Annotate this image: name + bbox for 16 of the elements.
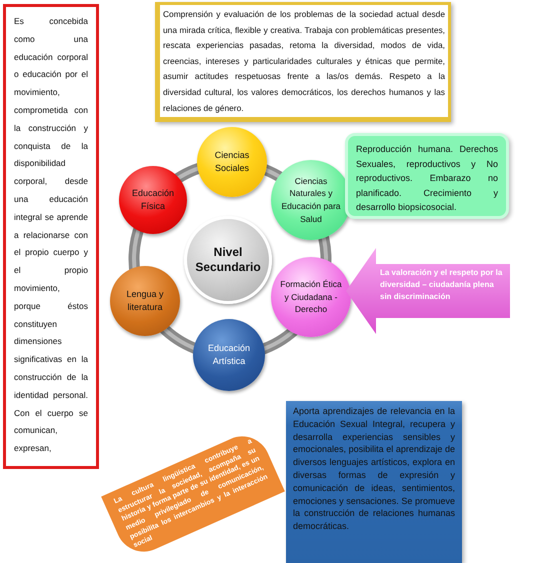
text-box [286, 401, 462, 563]
node-text: Educación Física [130, 186, 176, 213]
node-text: Educación Artística [206, 342, 252, 368]
text-box [345, 133, 509, 219]
node-text: Aporta aprendizajes de relevancia en la Educación Sexual Integral, recupera y desarrolla experiencias sensibles y emocionales, posibilita el aprendizaje de diversos lenguajes artísticos, explora en diversas formas de expresión y comunicación de ideas, sentimientos, emociones y sensaciones. Se promueve la construcción de relaciones humanas democráticas. [293, 405, 455, 533]
text-box [155, 2, 451, 122]
node-text: Nivel Secundario [194, 245, 262, 275]
node-text: Ciencias Sociales [214, 148, 250, 175]
node-text: Lengua y literatura [125, 288, 165, 314]
node-text: Formación Ética y Ciudadana - Derecho [279, 278, 343, 316]
node-text: Es concebida como una educación corporal o educación por el movimiento, comprometida con la construcción y conquista de la disponibilidad corporal, desde una educación integral se aprende a relacionarse con el propio cuerpo y el propio movimiento, porque éstos constituyen dimensiones significativas en la construcción de la identidad personal. Con el cuerpo se comunican, expresan, [14, 15, 88, 456]
node-text: Ciencias Naturales y Educación para Salud [280, 174, 342, 226]
text-box [3, 4, 99, 469]
node-text: Reproducción humana. Derechos Sexuales, reproductivos y No reproductivos. Embarazo no planificado. Crecimiento y desarrollo biopsicosocial. [356, 143, 498, 214]
node-text: La valoración y el respeto por la diversidad – ciudadanía plena sin discriminación [380, 267, 504, 303]
node-text: Comprensión y evaluación de los problemas de la sociedad actual desde una mirada crítica, flexible y creativa. Trabaja con problemáticas presentes, rescata experiencias pasadas, retoma la diversidad, modos de vida, creencias, intereses y particularidades culturales y étnicas que permite, asumir actitudes respetuosas frente a las/os demás. Respeto a la diversidad cultural, los valores democráticos, los derechos humanos y las relaciones de género. [163, 8, 445, 115]
